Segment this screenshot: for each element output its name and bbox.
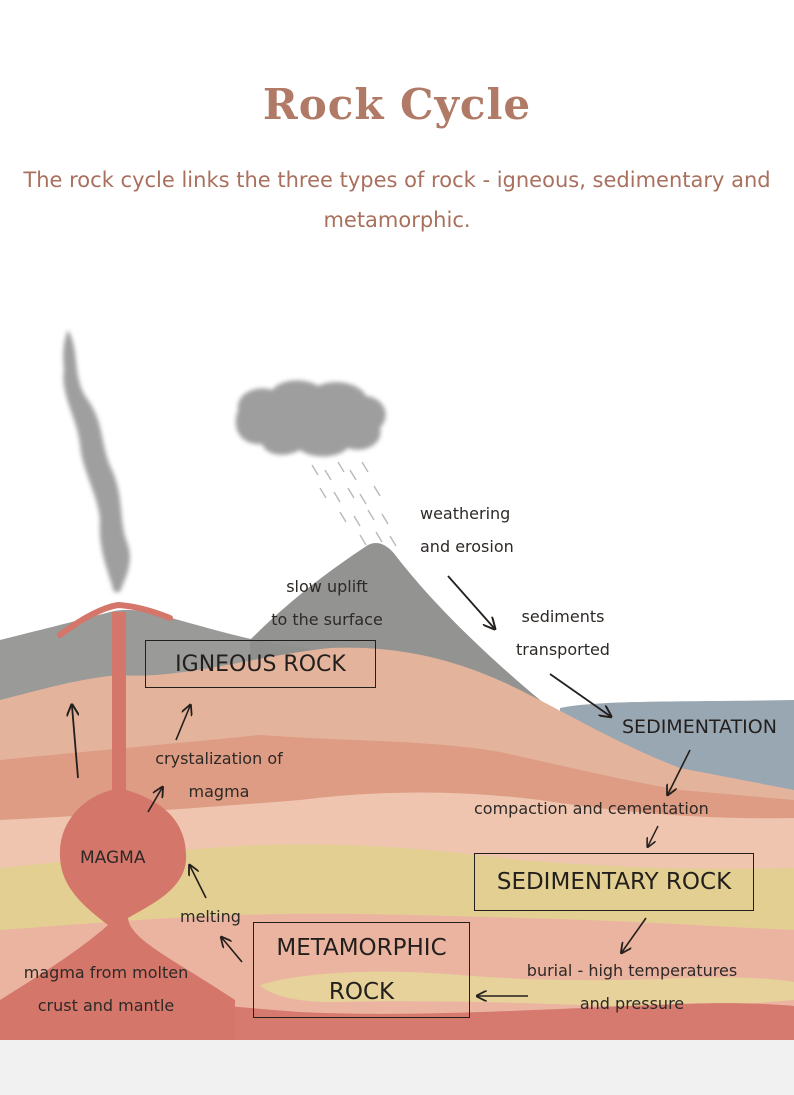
uplift-line2: to the surface [271, 610, 383, 629]
arrow-uplift-left [72, 706, 78, 779]
sedimentary-rock-label: SEDIMENTARY ROCK [496, 869, 732, 895]
metamorphic-rock-label-line2: ROCK [328, 979, 395, 1005]
sedimentary-rock-box: SEDIMENTARY ROCK [474, 853, 754, 911]
sediments-line2: transported [516, 640, 610, 659]
crystallization-line1: crystalization of [155, 749, 283, 768]
arrow-crystallization-up [175, 706, 190, 741]
magma-chamber [0, 612, 235, 1040]
uplift-line1: slow uplift [286, 577, 368, 596]
uplift-label: slow uplift to the surface [262, 570, 392, 636]
weathering-line1: weathering [420, 504, 511, 523]
rain [311, 461, 397, 547]
bottom-margin [0, 1040, 794, 1095]
burial-line2: and pressure [579, 994, 685, 1013]
cloud [235, 380, 386, 457]
sedimentation-label: SEDIMENTATION [622, 716, 777, 738]
igneous-rock-label: IGNEOUS ROCK [175, 651, 346, 677]
arrow-burial-down [622, 917, 647, 952]
weathering-label: weathering and erosion [420, 497, 514, 563]
melting-label: melting [180, 907, 241, 926]
arrow-transport [549, 673, 610, 716]
burial-line1: burial - high temperatures [526, 961, 738, 980]
crystallization-line2: magma [188, 782, 250, 801]
arrow-sedimentation-down [668, 749, 691, 794]
compaction-label: compaction and cementation [474, 799, 709, 818]
page-title: Rock Cycle [262, 80, 532, 129]
yellow-lens [260, 971, 794, 1007]
igneous-rock-box: IGNEOUS ROCK [145, 640, 376, 688]
sediments-label: sediments transported [508, 600, 618, 666]
arrow-magma-up [147, 788, 162, 813]
sediments-line1: sediments [521, 607, 605, 626]
arrow-compaction-down [648, 825, 659, 846]
weathering-line2: and erosion [420, 537, 514, 556]
volcano-lava-cap [57, 601, 173, 638]
magma-label: MAGMA [80, 848, 146, 868]
crystallization-label: crystalization of magma [146, 742, 292, 808]
arrow-melting-to-magma [190, 866, 207, 899]
metamorphic-rock-label-line1: METAMORPHIC [276, 935, 447, 961]
burial-label: burial - high temperatures and pressure [516, 954, 748, 1020]
arrow-weathering [447, 575, 494, 628]
smoke-plume [63, 330, 130, 592]
magma-source-line2: crust and mantle [37, 996, 175, 1015]
magma-source-label: magma from molten crust and mantle [18, 956, 194, 1022]
magma-source-line1: magma from molten [23, 963, 189, 982]
arrow-metamorphic-melting [222, 938, 243, 963]
page-subtitle: The rock cycle links the three types of … [23, 168, 771, 232]
metamorphic-rock-box: METAMORPHIC ROCK [253, 922, 470, 1018]
